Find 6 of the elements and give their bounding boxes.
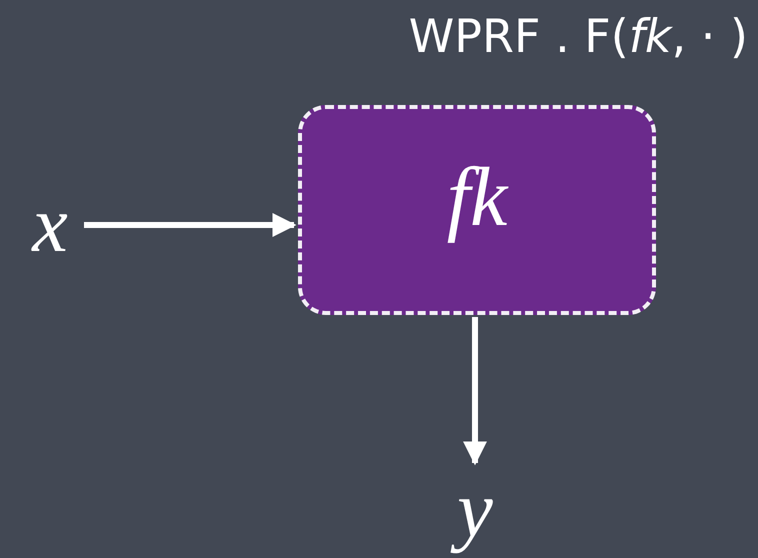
function-label: fk <box>446 150 510 246</box>
arrow <box>463 317 487 466</box>
arrow <box>84 213 296 237</box>
variable-label: y <box>445 465 505 555</box>
variable-label: x <box>30 180 69 270</box>
function-heading: WPRF . F(fk, · ) <box>408 9 748 63</box>
